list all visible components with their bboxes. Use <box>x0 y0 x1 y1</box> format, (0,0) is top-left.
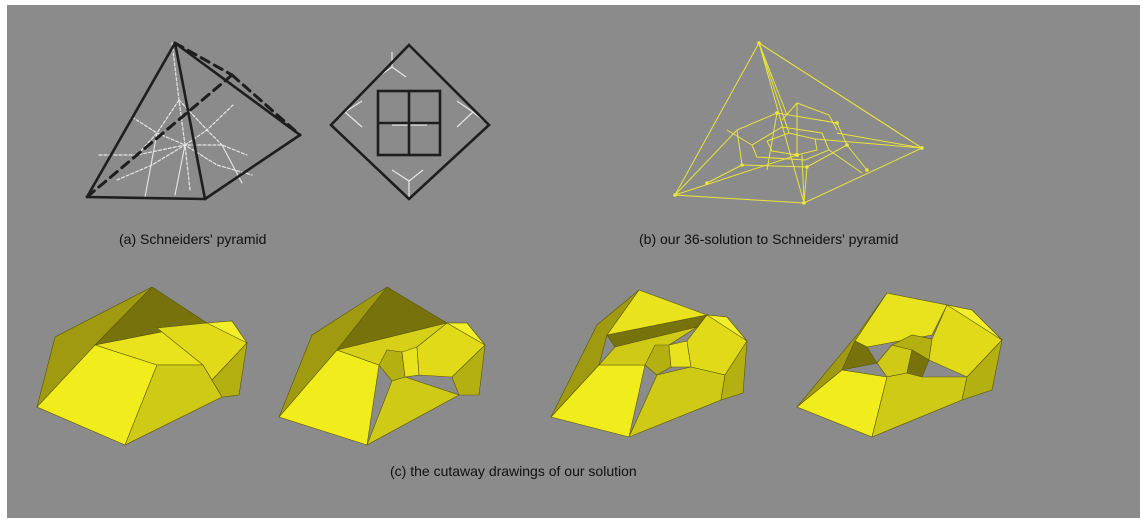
wireframe-vertices <box>673 41 924 205</box>
caption-a: (a) Schneiders' pyramid <box>119 231 267 247</box>
pyramid-perspective <box>85 41 302 201</box>
pyramid-top-view <box>329 43 491 201</box>
cutaway-drawing-1 <box>36 286 248 446</box>
wireframe-solution <box>674 42 924 204</box>
cutaway-drawing-3 <box>550 289 748 438</box>
caption-b: (b) our 36-solution to Schneiders' pyram… <box>639 231 899 247</box>
figure-canvas: (a) Schneiders' pyramid (b) our 36-solut… <box>7 5 1140 518</box>
figure-svg <box>36 41 1003 446</box>
cutaway-drawing-2 <box>278 286 486 446</box>
caption-c: (c) the cutaway drawings of our solution <box>390 463 637 479</box>
cutaway-drawing-4 <box>796 292 1003 438</box>
